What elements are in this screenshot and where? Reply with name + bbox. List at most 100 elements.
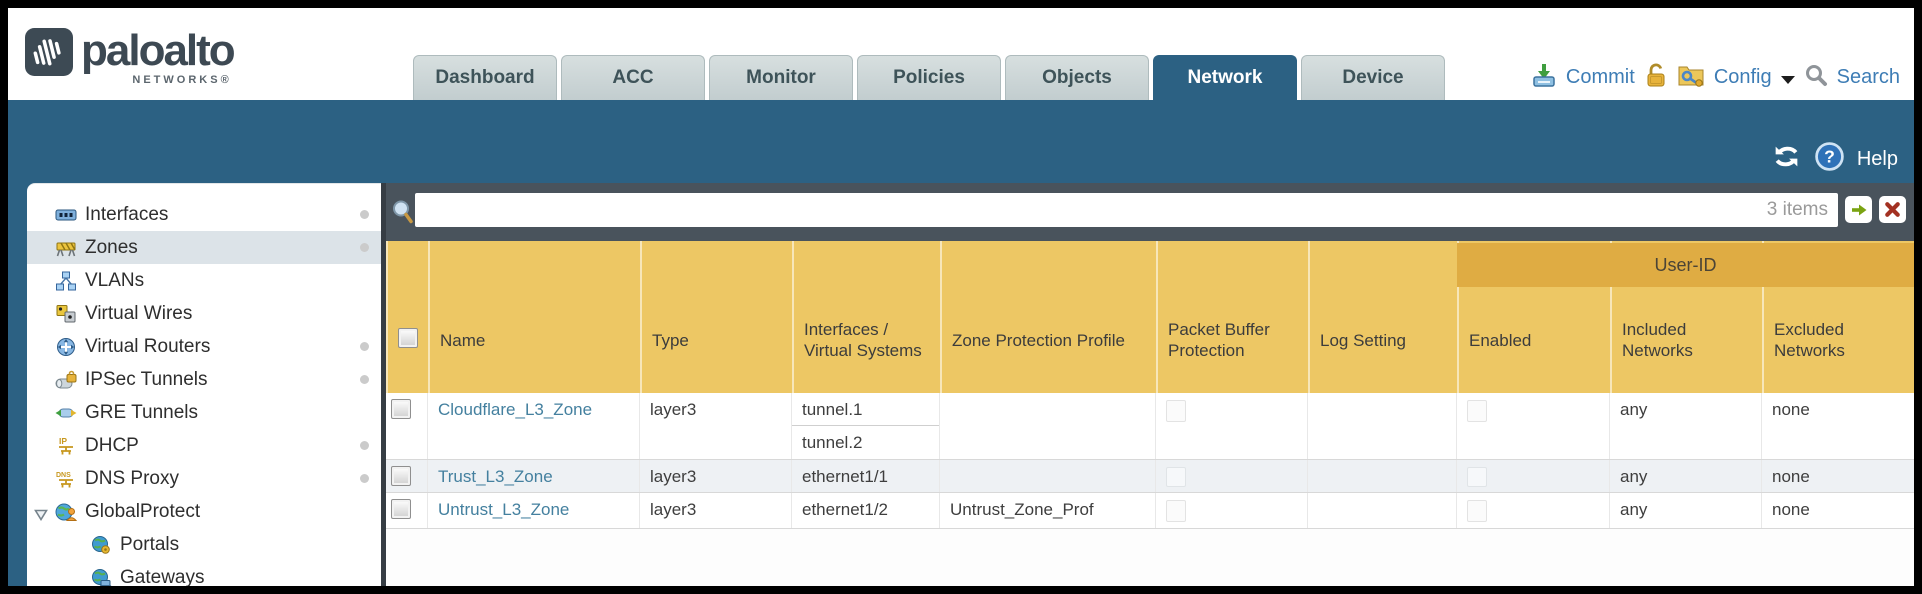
- clear-filter-button[interactable]: [1879, 196, 1906, 223]
- apply-filter-button[interactable]: [1845, 196, 1872, 223]
- filter-input[interactable]: [415, 193, 1838, 227]
- zone-type: layer3: [640, 460, 792, 492]
- sidebar-item-dns-proxy[interactable]: DNS DNS Proxy: [27, 462, 381, 495]
- packet-buffer-checkbox[interactable]: [1166, 400, 1186, 422]
- column-header-log-setting[interactable]: Log Setting: [1308, 241, 1457, 393]
- status-dot: [360, 375, 369, 384]
- sidebar-item-gateways[interactable]: Gateways: [27, 561, 381, 586]
- log-setting: [1308, 460, 1457, 492]
- portals-icon: [90, 535, 112, 555]
- sidebar-item-interfaces[interactable]: Interfaces: [27, 198, 381, 231]
- packet-buffer-checkbox[interactable]: [1166, 500, 1186, 522]
- tab-objects[interactable]: Objects: [1005, 55, 1149, 100]
- search-button[interactable]: Search: [1836, 66, 1900, 88]
- row-checkbox[interactable]: [391, 399, 411, 419]
- sidebar-item-label: GlobalProtect: [85, 500, 201, 522]
- lock-icon[interactable]: [1644, 62, 1668, 93]
- included-networks: any: [1610, 393, 1762, 459]
- teal-banner: ? Help: [8, 100, 1914, 183]
- brand-subtitle: NETWORKS®: [132, 74, 232, 86]
- filter-search-icon: [391, 198, 415, 230]
- column-header-enabled[interactable]: Enabled: [1457, 241, 1610, 393]
- content-area: Interfaces Zones VLANs Virtual Wires Vir…: [8, 183, 1914, 586]
- sidebar-item-portals[interactable]: Portals: [27, 528, 381, 561]
- column-header-type[interactable]: Type: [640, 241, 792, 393]
- commit-icon: [1531, 62, 1557, 93]
- tab-acc[interactable]: ACC: [561, 55, 705, 100]
- row-checkbox[interactable]: [391, 499, 411, 519]
- interface-item: tunnel.2: [802, 433, 863, 452]
- tab-monitor[interactable]: Monitor: [709, 55, 853, 100]
- column-header-included-networks[interactable]: Included Networks: [1610, 241, 1762, 393]
- sidebar-item-zones[interactable]: Zones: [27, 231, 381, 264]
- globalprotect-icon: [55, 502, 77, 522]
- zone-protection-profile: [940, 393, 1156, 459]
- table-row[interactable]: Untrust_L3_Zone layer3 ethernet1/2 Untru…: [386, 493, 1914, 529]
- sidebar-item-vlans[interactable]: VLANs: [27, 264, 381, 297]
- tab-dashboard[interactable]: Dashboard: [413, 55, 557, 100]
- sidebar-item-label: VLANs: [85, 269, 145, 291]
- gateways-icon: [90, 568, 112, 586]
- top-bar: paloalto NETWORKS® Dashboard ACC Monitor…: [8, 8, 1914, 100]
- commit-button[interactable]: Commit: [1565, 66, 1635, 88]
- brand-name: paloalto: [81, 26, 236, 75]
- search-icon: [1804, 63, 1828, 92]
- expand-triangle-icon[interactable]: [34, 505, 48, 527]
- paloalto-logo: paloalto NETWORKS®: [25, 26, 236, 86]
- network-sidebar: Interfaces Zones VLANs Virtual Wires Vir…: [27, 183, 381, 586]
- included-networks: any: [1610, 493, 1762, 528]
- sidebar-item-gre-tunnels[interactable]: GRE Tunnels: [27, 396, 381, 429]
- column-header-interfaces[interactable]: Interfaces / Virtual Systems: [792, 241, 940, 393]
- status-dot: [360, 342, 369, 351]
- user-id-enabled-checkbox[interactable]: [1467, 500, 1487, 522]
- sidebar-item-virtual-routers[interactable]: Virtual Routers: [27, 330, 381, 363]
- select-all-checkbox[interactable]: [398, 328, 418, 348]
- sidebar-item-label: GRE Tunnels: [85, 401, 198, 423]
- help-icon[interactable]: ?: [1814, 141, 1845, 177]
- help-link[interactable]: Help: [1856, 147, 1898, 170]
- filter-bar: 3 items: [386, 183, 1914, 241]
- filter-searchbox: 3 items: [415, 193, 1838, 227]
- row-checkbox[interactable]: [391, 466, 411, 486]
- column-header-excluded-networks[interactable]: Excluded Networks: [1762, 241, 1914, 393]
- zones-main-panel: 3 items User-ID Name Type Interfaces / V…: [381, 183, 1914, 586]
- sidebar-item-ipsec-tunnels[interactable]: IPSec Tunnels: [27, 363, 381, 396]
- config-menu-button[interactable]: Config: [1713, 66, 1772, 88]
- tab-policies[interactable]: Policies: [857, 55, 1001, 100]
- table-row[interactable]: Trust_L3_Zone layer3 ethernet1/1 any non…: [386, 460, 1914, 493]
- tab-device[interactable]: Device: [1301, 55, 1445, 100]
- user-id-enabled-checkbox[interactable]: [1467, 467, 1487, 487]
- virtual-wires-icon: [55, 304, 77, 324]
- column-header-zone-protection-profile[interactable]: Zone Protection Profile: [940, 241, 1156, 393]
- status-dot: [360, 441, 369, 450]
- sidebar-item-virtual-wires[interactable]: Virtual Wires: [27, 297, 381, 330]
- sidebar-item-label: IPSec Tunnels: [85, 368, 208, 390]
- zone-name-link[interactable]: Cloudflare_L3_Zone: [438, 400, 593, 419]
- chevron-down-icon[interactable]: [1780, 75, 1795, 84]
- zone-interfaces-cell: tunnel.1 tunnel.2: [792, 393, 940, 459]
- vlans-icon: [55, 271, 77, 291]
- sidebar-item-label: Portals: [120, 533, 180, 555]
- tab-network[interactable]: Network: [1153, 55, 1297, 100]
- column-header-name[interactable]: Name: [428, 241, 640, 393]
- dns-proxy-icon: DNS: [55, 469, 77, 489]
- svg-text:IP: IP: [59, 436, 67, 446]
- interface-item: ethernet1/2: [792, 493, 940, 528]
- main-nav-tabs: Dashboard ACC Monitor Policies Objects N…: [413, 55, 1445, 100]
- sidebar-item-label: Zones: [85, 236, 138, 258]
- user-id-enabled-checkbox[interactable]: [1467, 400, 1487, 422]
- log-setting: [1308, 493, 1457, 528]
- zone-type: layer3: [640, 393, 792, 459]
- zone-name-link[interactable]: Trust_L3_Zone: [438, 467, 553, 486]
- column-header-packet-buffer-protection[interactable]: Packet Buffer Protection: [1156, 241, 1308, 393]
- table-body: Cloudflare_L3_Zone layer3 tunnel.1 tunne…: [386, 393, 1914, 529]
- sidebar-item-label: Virtual Wires: [85, 302, 193, 324]
- sidebar-item-dhcp[interactable]: IP DHCP: [27, 429, 381, 462]
- packet-buffer-checkbox[interactable]: [1166, 467, 1186, 487]
- sidebar-item-globalprotect[interactable]: GlobalProtect: [27, 495, 381, 528]
- refresh-icon[interactable]: [1771, 143, 1802, 175]
- zone-name-link[interactable]: Untrust_L3_Zone: [438, 500, 570, 519]
- sidebar-item-label: DNS Proxy: [85, 467, 179, 489]
- sidebar-item-label: Interfaces: [85, 203, 169, 225]
- table-row[interactable]: Cloudflare_L3_Zone layer3 tunnel.1 tunne…: [386, 393, 1914, 460]
